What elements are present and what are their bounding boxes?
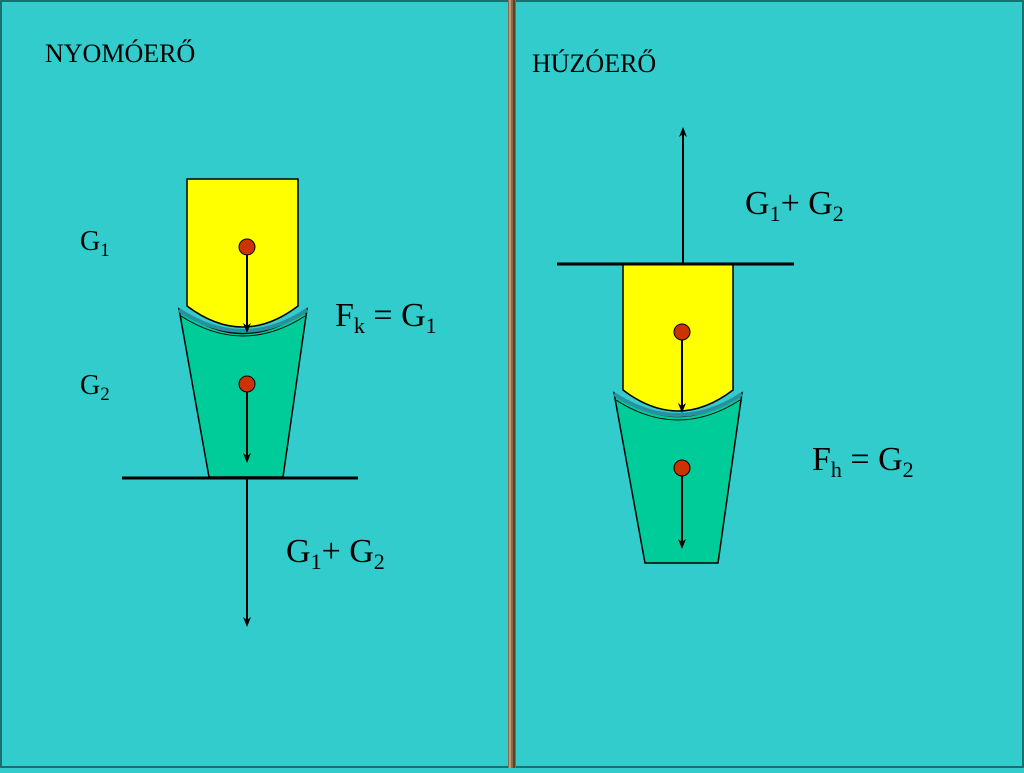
hanging-contact-surface-edge xyxy=(615,399,741,421)
label-total-left: G1+ G2 xyxy=(286,533,385,574)
hanging-center-of-mass-upper xyxy=(673,323,691,341)
panel-divider xyxy=(508,0,516,768)
label-total-right: G1+ G2 xyxy=(745,185,844,226)
left-title: NYOMÓERŐ xyxy=(45,39,195,68)
right-panel: HÚZÓERŐ G1+ G2 Fh = G2 xyxy=(532,49,914,564)
left-panel: NYOMÓERŐ G1 G2 Fk = G1 G1+ G2 xyxy=(45,39,437,627)
label-fk-equals-g1: Fk = G1 xyxy=(335,297,437,338)
center-of-mass-lower xyxy=(238,375,256,393)
label-g2: G2 xyxy=(80,370,110,405)
hanging-contact-surface xyxy=(612,392,744,417)
hanging-center-of-mass-lower xyxy=(673,459,691,477)
right-title: HÚZÓERŐ xyxy=(532,49,656,78)
label-g1: G1 xyxy=(80,226,110,261)
label-fh-equals-g2: Fh = G2 xyxy=(812,441,914,482)
center-of-mass-upper xyxy=(238,238,256,256)
contact-surface-edge xyxy=(180,315,306,337)
